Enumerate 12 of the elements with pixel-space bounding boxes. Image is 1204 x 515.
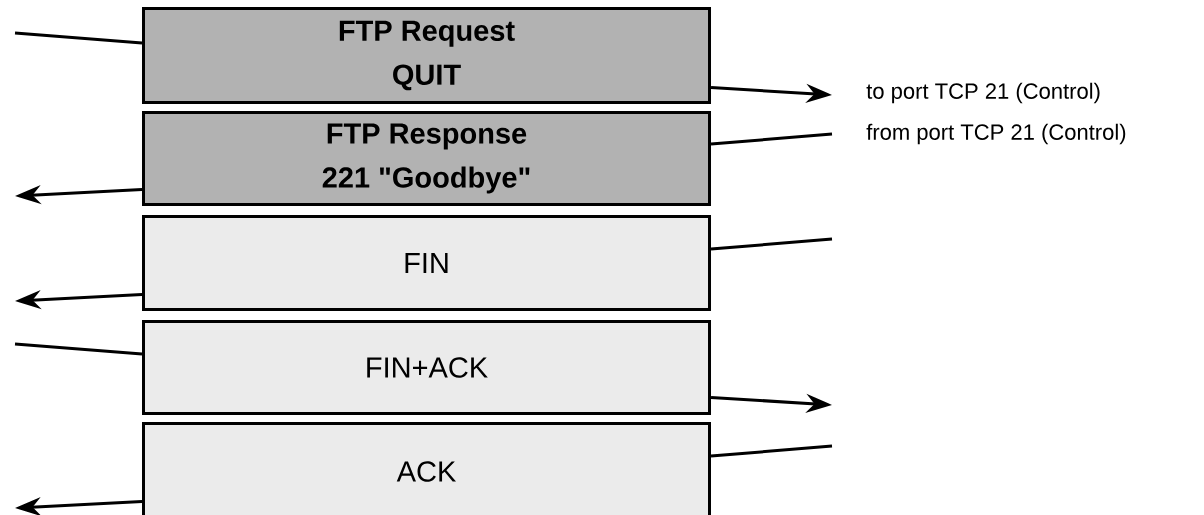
segment-box: FIN xyxy=(142,215,711,311)
segment-box: FIN+ACK xyxy=(142,320,711,415)
message-box: FTP Response 221 "Goodbye" xyxy=(142,111,711,206)
port-label: to port TCP 21 (Control) xyxy=(866,82,1100,104)
line xyxy=(710,132,833,146)
line xyxy=(710,237,833,251)
line xyxy=(14,342,143,356)
line xyxy=(710,444,833,458)
message-box: FTP Request QUIT xyxy=(142,7,711,104)
line xyxy=(14,31,143,45)
port-label: from port TCP 21 (Control) xyxy=(866,123,1126,145)
segment-box: ACK xyxy=(142,422,711,515)
